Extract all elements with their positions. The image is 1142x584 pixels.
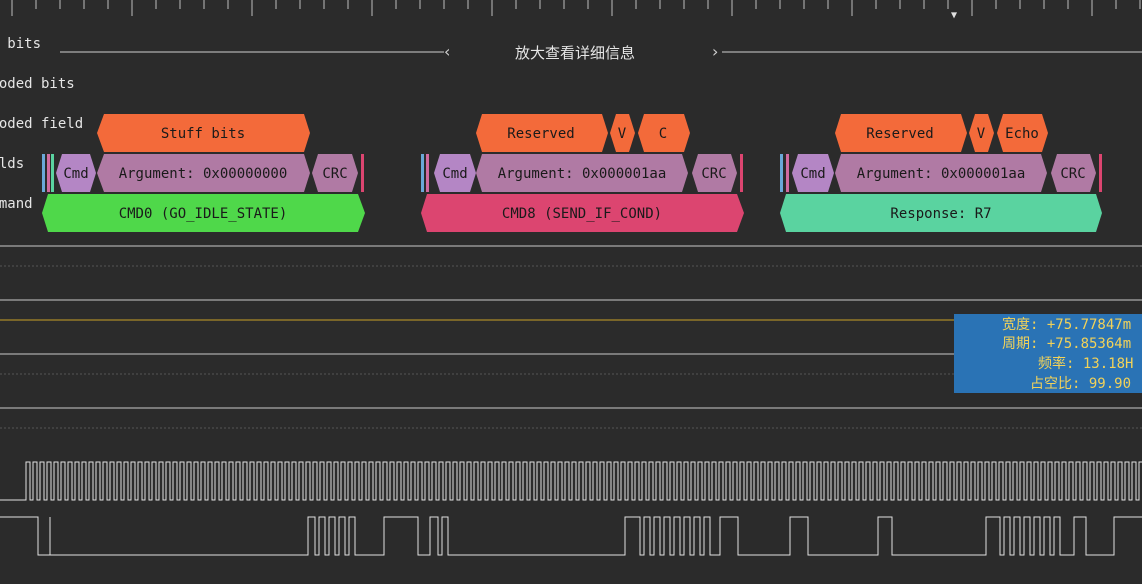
zoom-hint: ‹ 放大查看详细信息 ›	[444, 42, 722, 62]
measure-period: 周期: +75.85364m	[1002, 336, 1132, 352]
measure-frequency: 频率: 13.18H	[1038, 356, 1134, 372]
crc-field-label-2: CRC	[701, 166, 726, 182]
argument-field-label: Argument: 0x00000000	[119, 166, 288, 182]
zoom-hint-text: 放大查看详细信息	[515, 44, 636, 62]
cmd-field-label-3: Cmd	[800, 166, 825, 182]
annotation-end-bit	[361, 154, 364, 192]
annotation-argument-field-2[interactable]: Argument: 0x000001aa	[476, 154, 688, 192]
annotation-cmd-field-2[interactable]: Cmd	[434, 154, 476, 192]
row-label-fields: ields	[0, 156, 25, 172]
response-label: Response: R7	[890, 206, 991, 222]
crc-field-label: CRC	[322, 166, 347, 182]
annotation-stuff-bits[interactable]: Stuff bits	[97, 114, 310, 152]
crc-field-label-3: CRC	[1060, 166, 1085, 182]
annotation-c[interactable]: C	[638, 114, 690, 152]
annotation-end-bit-3	[1099, 154, 1102, 192]
command-label: CMD0 (GO_IDLE_STATE)	[119, 206, 288, 222]
command-label-2: CMD8 (SEND_IF_COND)	[502, 206, 662, 222]
annotation-response[interactable]: Response: R7	[780, 194, 1102, 232]
cmd-field-label-2: Cmd	[442, 166, 467, 182]
timeline-ruler[interactable]: ▼	[0, 0, 1142, 22]
cmd-trace	[0, 516, 1142, 556]
row-label-raw-bits: aw bits	[0, 36, 42, 52]
annotation-crc-field[interactable]: CRC	[312, 154, 358, 192]
measure-duty: 占空比: 99.90	[1030, 376, 1132, 392]
c-label: C	[659, 126, 667, 142]
v-label-3: V	[977, 126, 986, 142]
annotation-echo[interactable]: Echo	[997, 114, 1048, 152]
row-label-decoded-bits: ecoded bits	[0, 76, 75, 92]
annotation-argument-field[interactable]: Argument: 0x00000000	[97, 154, 310, 192]
annotation-command[interactable]: CMD0 (GO_IDLE_STATE)	[42, 194, 365, 232]
annotation-start-bits-2	[421, 154, 429, 192]
annotation-command-2[interactable]: CMD8 (SEND_IF_COND)	[421, 194, 744, 232]
measure-width: 宽度: +75.77847m	[1002, 317, 1132, 333]
reserved-label: Reserved	[507, 126, 574, 142]
annotation-reserved-3[interactable]: Reserved	[835, 114, 967, 152]
annotation-reserved[interactable]: Reserved	[476, 114, 608, 152]
chevron-right-icon: ›	[712, 42, 719, 61]
annotation-cmd-field-3[interactable]: Cmd	[792, 154, 834, 192]
v-label: V	[618, 126, 627, 142]
stuff-bits-label: Stuff bits	[161, 126, 245, 142]
reserved-label-3: Reserved	[866, 126, 933, 142]
annotation-v-3[interactable]: V	[969, 114, 994, 152]
echo-label: Echo	[1005, 126, 1039, 142]
annotation-cmd-field[interactable]: Cmd	[56, 154, 96, 192]
annotation-argument-field-3[interactable]: Argument: 0x000001aa	[835, 154, 1047, 192]
measurement-popup[interactable]: 宽度: +75.77847m 周期: +75.85364m 频率: 13.18H…	[954, 314, 1142, 393]
row-label-decoded-fields: ecoded field	[0, 116, 84, 132]
clock-trace	[0, 461, 1142, 501]
annotation-end-bit-2	[740, 154, 743, 192]
cmd-field-label: Cmd	[63, 166, 88, 182]
row-label-commands: ommand	[0, 196, 33, 212]
annotation-crc-field-2[interactable]: CRC	[692, 154, 737, 192]
argument-field-label-3: Argument: 0x000001aa	[857, 166, 1026, 182]
annotation-start-bits-3	[780, 154, 789, 192]
argument-field-label-2: Argument: 0x000001aa	[498, 166, 667, 182]
annotation-v[interactable]: V	[610, 114, 635, 152]
annotation-start-bits	[42, 154, 54, 192]
annotation-crc-field-3[interactable]: CRC	[1051, 154, 1096, 192]
ruler-marker-icon: ▼	[951, 10, 957, 21]
chevron-left-icon: ‹	[444, 42, 451, 61]
